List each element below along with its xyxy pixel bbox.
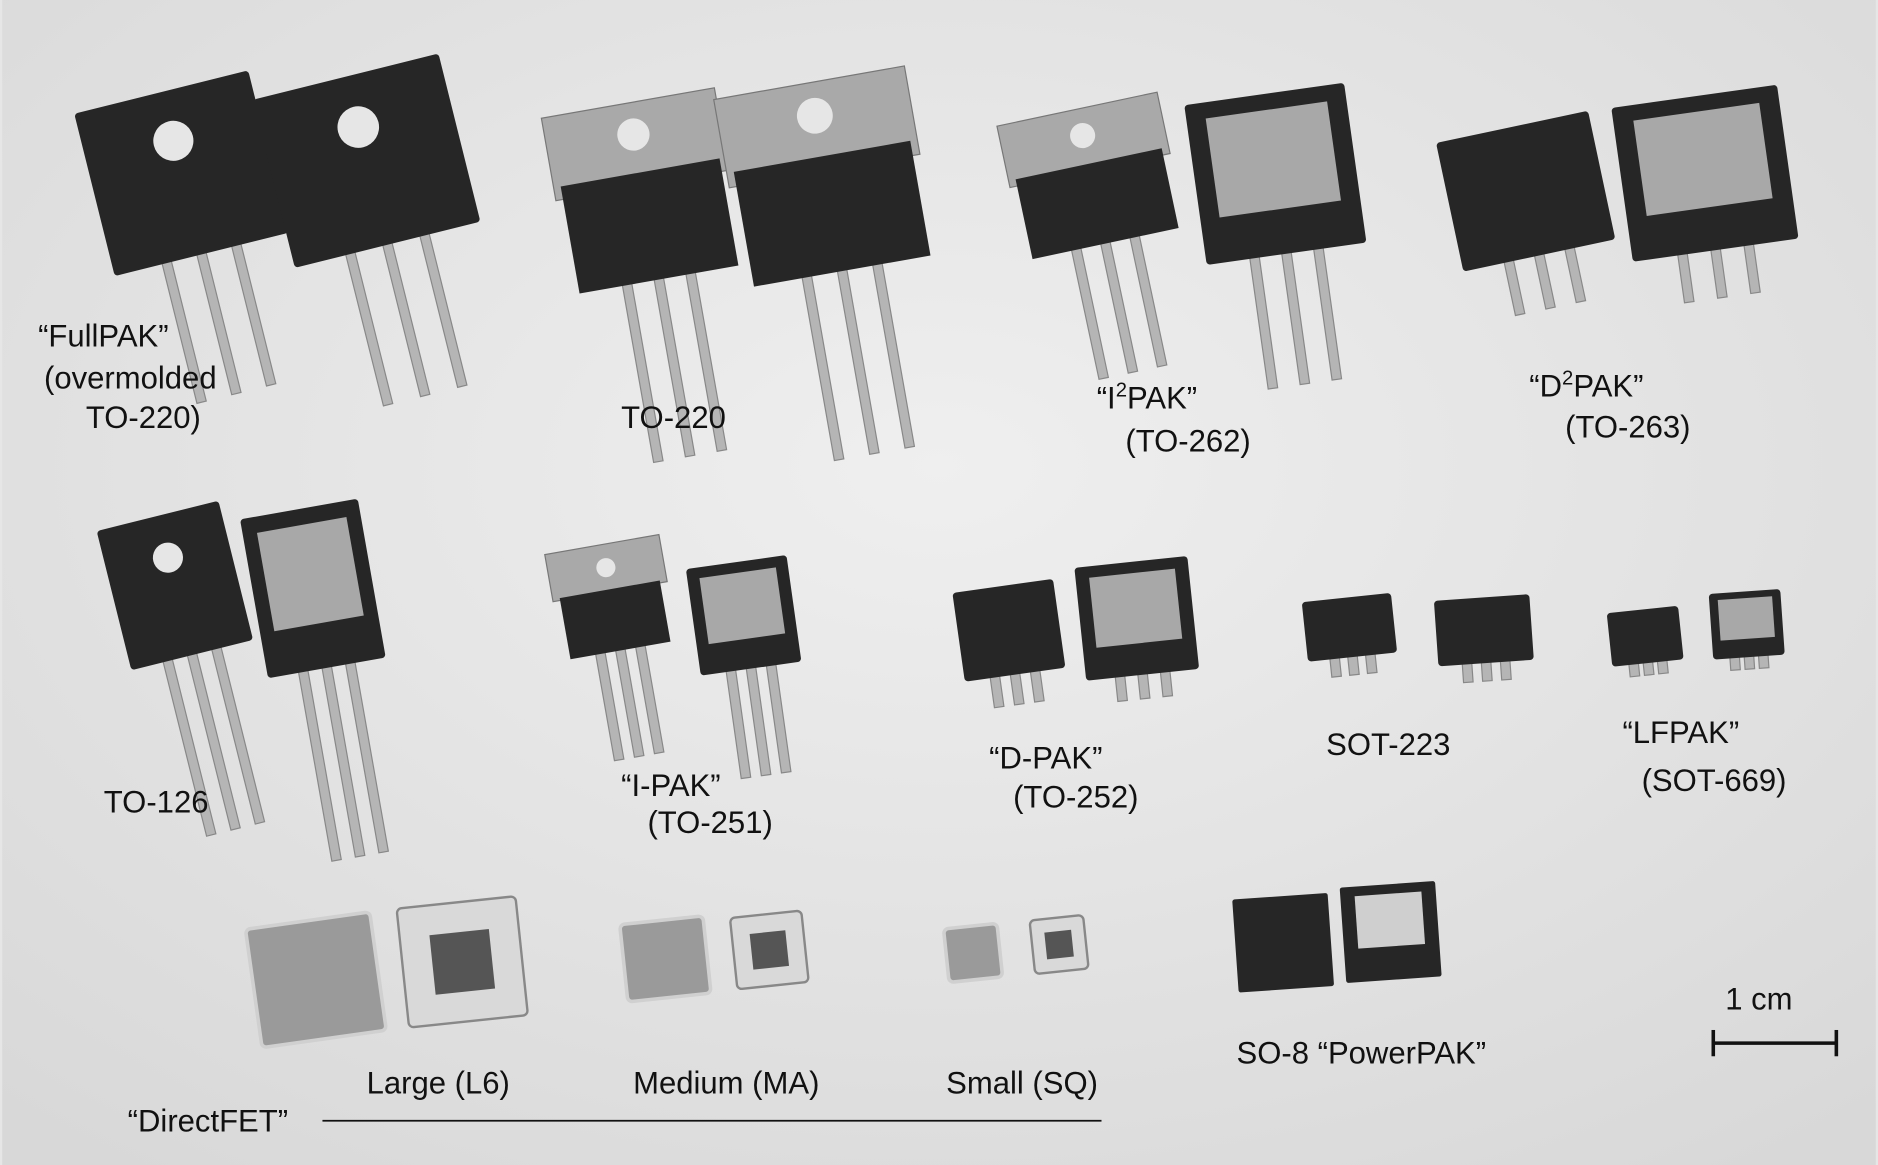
d2pak-front-package (1436, 111, 1615, 317)
label-to251: (TO-251) (647, 805, 772, 840)
to126-back-package (240, 499, 390, 862)
label-fullpak-line2: (overmolded (44, 360, 217, 395)
label-ipak: “I-PAK” (621, 768, 720, 803)
label-to262: (TO-262) (1125, 424, 1250, 459)
sot223-front-package (1302, 593, 1397, 678)
i2pak-front-package (996, 91, 1179, 381)
label-sot223: SOT-223 (1326, 727, 1450, 762)
d2pak-back-package (1611, 85, 1799, 304)
ipak-back-package (686, 555, 801, 780)
fullpak-back-package (253, 54, 480, 407)
lfpak-back-package (1708, 589, 1785, 671)
ipak-front-package (544, 533, 671, 762)
lfpak-front-package (1607, 606, 1684, 678)
fullpak-front-package (75, 71, 288, 405)
to220-front-package (540, 87, 739, 464)
packages (75, 54, 1799, 1049)
label-to126: TO-126 (104, 785, 209, 820)
label-so8-powerpak: SO-8 “PowerPAK” (1237, 1035, 1487, 1070)
label-dpak: “D-PAK” (989, 740, 1102, 775)
directfet-small-back-package (1028, 914, 1090, 975)
directfet-large-back-package (395, 895, 529, 1029)
directfet-large-front-package (244, 910, 388, 1049)
label-i2pak: “I2PAK” (1097, 380, 1197, 416)
directfet-small-front-package (942, 922, 1004, 984)
so8-powerpak-back-package (1339, 881, 1442, 983)
label-fullpak: “FullPAK” (38, 319, 169, 354)
i2pak-back-package (1184, 83, 1366, 390)
directfet-medium-front-package (618, 914, 713, 1004)
label-lfpak: “LFPAK” (1622, 715, 1739, 750)
scale-bar (1711, 1029, 1839, 1057)
label-to220: TO-220 (621, 400, 726, 435)
dpak-front-package (952, 579, 1065, 709)
scale-bar-label: 1 cm (1725, 982, 1792, 1017)
label-directfet-small: Small (SQ) (946, 1065, 1098, 1100)
label-fullpak-line3: TO-220) (86, 400, 201, 435)
label-directfet-medium: Medium (MA) (633, 1065, 819, 1100)
label-directfet: “DirectFET” (128, 1104, 288, 1139)
directfet-medium-back-package (729, 909, 810, 991)
sot223-back-package (1434, 594, 1534, 684)
label-to263: (TO-263) (1565, 409, 1690, 444)
label-d2pak: “D2PAK” (1529, 368, 1643, 404)
so8-powerpak-front-package (1232, 893, 1334, 993)
to126-front-package (97, 501, 266, 837)
dpak-back-package (1074, 556, 1199, 703)
to220-back-package (713, 65, 931, 462)
label-sot669: (SOT-669) (1642, 763, 1787, 798)
labels: “FullPAK” (overmolded TO-220) TO-220 “I2… (38, 319, 1839, 1139)
label-to252: (TO-252) (1013, 780, 1138, 815)
label-directfet-large: Large (L6) (367, 1065, 510, 1100)
